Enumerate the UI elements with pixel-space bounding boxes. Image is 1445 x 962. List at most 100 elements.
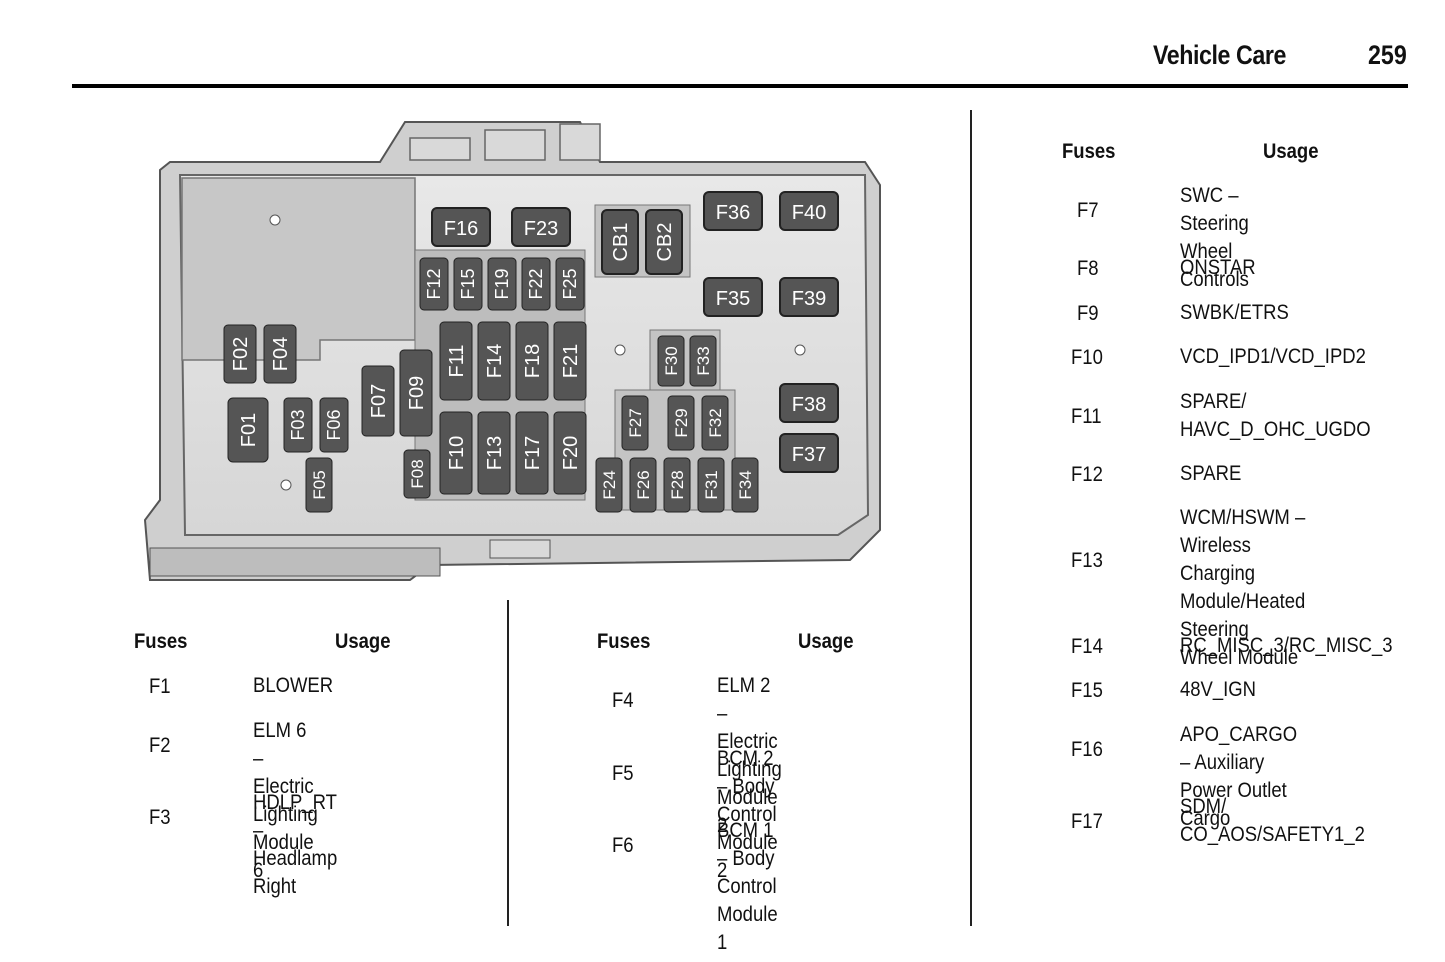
fuse-usage: VCD_IPD1/VCD_IPD2 bbox=[1180, 345, 1366, 368]
fuse-label: F06 bbox=[324, 409, 344, 440]
fuse-f15 bbox=[453, 257, 483, 311]
relay-cover-area bbox=[181, 177, 416, 361]
column-header-fuses: Fuses bbox=[597, 630, 651, 653]
fuse-id: F8 bbox=[1077, 257, 1099, 280]
page-number: 259 bbox=[1368, 40, 1407, 70]
fuse-f25 bbox=[555, 257, 585, 311]
connector-strip bbox=[149, 547, 441, 577]
fuse-label: F21 bbox=[560, 344, 582, 378]
fuse-label: F28 bbox=[668, 470, 687, 499]
housing-tab bbox=[559, 123, 601, 161]
fuse-id: F12 bbox=[1071, 463, 1103, 486]
fuse-f33 bbox=[689, 335, 717, 387]
header-rule bbox=[72, 84, 1408, 88]
column-divider-right bbox=[970, 110, 972, 926]
fuse-label: F39 bbox=[792, 288, 826, 310]
fuse-label: F27 bbox=[626, 408, 645, 437]
fuse-id: F11 bbox=[1071, 405, 1102, 428]
section-title: Vehicle Care bbox=[1153, 40, 1286, 70]
fuse-f09 bbox=[399, 349, 433, 437]
fuse-label: CB1 bbox=[610, 223, 632, 262]
fuse-label: F20 bbox=[560, 436, 582, 470]
fuse-f19 bbox=[487, 257, 517, 311]
mounting-hole bbox=[280, 479, 292, 491]
fuse-id: F9 bbox=[1077, 302, 1099, 325]
fuse-usage: APO_CARGO – Auxiliary Power Outlet Cargo bbox=[1180, 723, 1298, 830]
fuse-f24 bbox=[595, 457, 623, 513]
fuse-label: F38 bbox=[792, 394, 826, 416]
fuse-f26 bbox=[629, 457, 657, 513]
fuse-label: F10 bbox=[446, 436, 468, 470]
fuse-f17 bbox=[515, 411, 549, 495]
fuse-f08 bbox=[403, 449, 431, 499]
housing-tab bbox=[484, 129, 546, 161]
fuse-f29 bbox=[667, 395, 695, 451]
fuse-f28 bbox=[663, 457, 691, 513]
fuse-label: F36 bbox=[716, 202, 750, 224]
fuse-f14 bbox=[477, 321, 511, 401]
fuse-table-left: Fuses Usage F1 BLOWER F2 ELM 6 – Electri… bbox=[134, 630, 504, 898]
fuse-f02 bbox=[223, 324, 257, 384]
fuse-label: F33 bbox=[694, 346, 713, 375]
fuse-label: F31 bbox=[702, 470, 721, 499]
fuse-f36 bbox=[703, 191, 763, 231]
fuse-label: F19 bbox=[492, 268, 512, 299]
fuse-id: F1 bbox=[149, 675, 171, 698]
fuse-f01 bbox=[227, 397, 269, 463]
fuse-id: F5 bbox=[612, 762, 634, 785]
fuse-label: F02 bbox=[230, 337, 252, 371]
fuse-usage: BCM 2 – Body Control Module 2 bbox=[717, 747, 778, 882]
fuse-f40 bbox=[779, 191, 839, 231]
fuse-f12 bbox=[419, 257, 449, 311]
column-header-fuses: Fuses bbox=[134, 630, 188, 653]
fuse-f03 bbox=[283, 397, 313, 453]
fuse-label: F22 bbox=[526, 268, 546, 299]
fuse-label: F32 bbox=[706, 408, 725, 437]
fuse-usage: SPARE/ HAVC_D_OHC_UGDO bbox=[1180, 390, 1371, 441]
fuse-f32 bbox=[701, 395, 729, 451]
fuse-usage: SDM/ CO_AOS/SAFETY1_2 bbox=[1180, 795, 1365, 846]
fuse-f11 bbox=[439, 321, 473, 401]
fuse-label: F17 bbox=[522, 436, 544, 470]
fuse-f35 bbox=[703, 277, 763, 317]
fuse-label: F09 bbox=[406, 376, 428, 410]
mounting-hole bbox=[794, 344, 806, 356]
circuit-breaker-cb1 bbox=[601, 209, 639, 275]
mounting-hole bbox=[614, 344, 626, 356]
fuse-usage: 48V_IGN bbox=[1180, 678, 1257, 701]
fuse-f21 bbox=[553, 321, 587, 401]
fuse-id: F4 bbox=[612, 689, 634, 712]
column-header-fuses: Fuses bbox=[1062, 140, 1116, 163]
fuse-label: F05 bbox=[310, 470, 329, 499]
fuse-usage: BCM 1 – Body Control Module 1 bbox=[717, 819, 778, 954]
fuse-label: F29 bbox=[672, 408, 691, 437]
fuse-usage: BLOWER bbox=[253, 674, 334, 697]
fuse-id: F10 bbox=[1071, 346, 1103, 369]
fuse-f30 bbox=[657, 335, 685, 387]
column-header-usage: Usage bbox=[1263, 140, 1319, 163]
housing-tab bbox=[409, 137, 471, 161]
fuse-block-diagram: F16 F23 F36 F40 F35 F39 F38 F37 CB1 CB2 … bbox=[143, 121, 881, 581]
fuse-id: F15 bbox=[1071, 679, 1103, 702]
fuse-f39 bbox=[779, 277, 839, 317]
fuse-f06 bbox=[319, 397, 349, 453]
fuse-label: F16 bbox=[444, 218, 478, 240]
fuse-label: F13 bbox=[484, 436, 506, 470]
fuse-f10 bbox=[439, 411, 473, 495]
fuse-f37 bbox=[779, 433, 839, 473]
fuse-label: F30 bbox=[662, 346, 681, 375]
fuse-usage: WCM/HSWM – Wireless Charging Module/Heat… bbox=[1180, 506, 1306, 669]
fuse-f07 bbox=[361, 365, 395, 437]
housing-tab bbox=[489, 539, 551, 559]
fuse-label: F24 bbox=[600, 470, 619, 499]
fuse-label: F35 bbox=[716, 288, 750, 310]
fuse-f31 bbox=[697, 457, 725, 513]
fuse-label: F15 bbox=[458, 268, 478, 299]
fuse-label: F04 bbox=[270, 337, 292, 371]
fuse-f18 bbox=[515, 321, 549, 401]
column-header-usage: Usage bbox=[798, 630, 854, 653]
column-divider-middle bbox=[507, 600, 509, 926]
fuse-f05 bbox=[305, 457, 333, 513]
mounting-hole bbox=[269, 214, 281, 226]
fuse-label: F25 bbox=[560, 268, 580, 299]
